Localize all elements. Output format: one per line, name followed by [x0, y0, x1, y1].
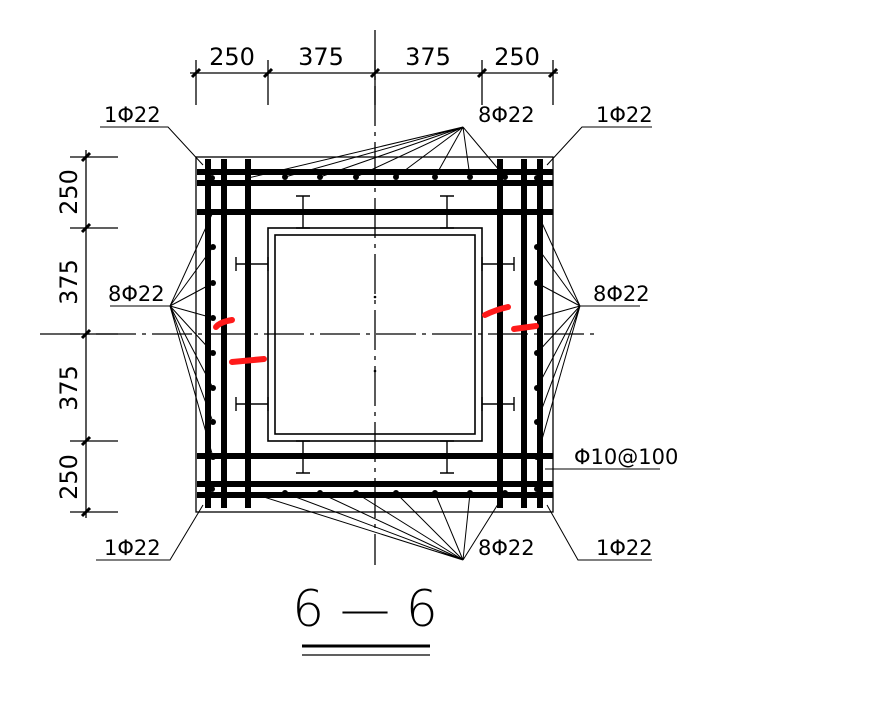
label-right-bars: 8Φ22 [593, 282, 650, 306]
label-corner-bottom-left: 1Φ22 [104, 536, 161, 560]
label-corner-bottom-right: 1Φ22 [596, 536, 653, 560]
top-dim-4: 250 [494, 43, 540, 71]
label-stirrups: Φ10@100 [574, 445, 678, 469]
left-dim-2: 375 [55, 259, 83, 305]
top-dim-3: 375 [405, 43, 451, 71]
top-dimension-chain [190, 60, 559, 105]
left-dim-1: 250 [55, 169, 83, 215]
shear-studs [235, 195, 515, 474]
red-markup [213, 304, 539, 365]
core-centre-marks [373, 295, 377, 373]
label-corner-top-left: 1Φ22 [104, 103, 161, 127]
steel-core-box [267, 227, 483, 442]
leader-lines [96, 126, 660, 561]
center-lines [40, 30, 600, 565]
left-dim-3: 375 [55, 365, 83, 411]
left-dim-4: 250 [55, 454, 83, 500]
label-top-bars: 8Φ22 [478, 103, 535, 127]
title-underline [302, 644, 430, 656]
label-bottom-bars: 8Φ22 [478, 536, 535, 560]
left-dimension-chain [70, 150, 118, 518]
section-title: 6 — 6 [292, 580, 437, 638]
label-corner-top-right: 1Φ22 [596, 103, 653, 127]
top-dim-2: 375 [298, 43, 344, 71]
label-left-bars: 8Φ22 [108, 282, 165, 306]
top-dim-1: 250 [209, 43, 255, 71]
